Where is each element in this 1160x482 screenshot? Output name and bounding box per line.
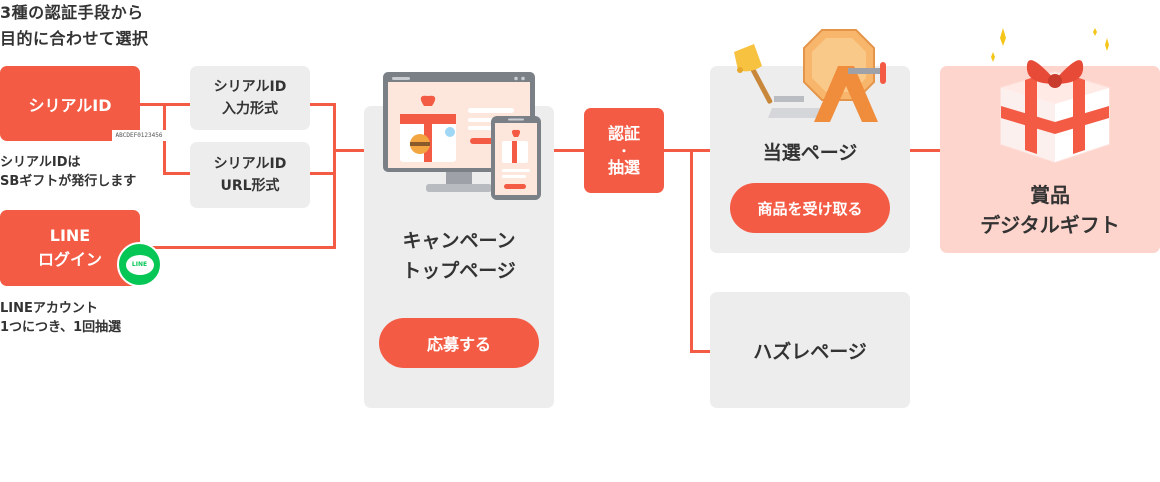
connector — [333, 103, 336, 249]
serial-caption-line2: SBギフトが発行します — [0, 174, 137, 189]
line-caption-line2: 1つにつき、1回抽選 — [0, 320, 122, 335]
lottery-machine-illustration — [734, 29, 886, 122]
serial-id-label: シリアルID — [28, 95, 112, 115]
serial-url-format: シリアルID URL形式 — [190, 142, 310, 208]
serial-url-line1: シリアルID — [213, 156, 287, 172]
campaign-title-line1: キャンペーン — [402, 230, 516, 252]
receive-button[interactable]: 商品を受け取る — [730, 183, 890, 233]
serial-input-format: シリアルID 入力形式 — [190, 66, 310, 130]
connector — [690, 149, 693, 353]
prize-title: 賞品 デジタルギフト — [940, 180, 1160, 240]
apply-button-label: 応募する — [426, 335, 491, 354]
connector — [336, 149, 364, 152]
sparkle-icon — [991, 28, 1109, 62]
gift-box-illustration — [991, 28, 1110, 164]
connector — [690, 350, 710, 353]
auth-lottery-box: 認証 ・ 抽選 — [584, 108, 664, 193]
line-login-box: LINE ログイン — [0, 210, 140, 286]
serial-code: ABCDEF0123456 — [112, 130, 166, 141]
connector — [664, 149, 710, 152]
serial-caption-line1: シリアルIDは — [0, 155, 81, 170]
connector — [140, 246, 336, 249]
prize-title-line1: 賞品 — [1030, 183, 1070, 207]
line-login-line1: LINE — [49, 226, 91, 245]
serial-id-box: シリアルID — [0, 66, 140, 141]
line-logo-text: LINE — [131, 261, 148, 268]
auth-dot: ・ — [617, 143, 630, 158]
bell-icon — [734, 44, 773, 104]
connector — [163, 172, 190, 175]
intro-heading-line2: 目的に合わせて選択 — [0, 29, 149, 48]
line-login-line2: ログイン — [37, 250, 102, 269]
campaign-title: キャンペーン トップページ — [364, 226, 554, 286]
lose-title: ハズレページ — [753, 340, 867, 363]
smartphone-illustration — [491, 116, 541, 200]
receive-button-label: 商品を受け取る — [757, 199, 863, 218]
connector — [310, 172, 336, 175]
serial-input-line1: シリアルID — [213, 79, 287, 95]
win-title: 当選ページ — [762, 142, 858, 164]
intro-heading: 3種の認証手段から 目的に合わせて選択 — [0, 0, 220, 52]
connector — [910, 149, 940, 152]
apply-button[interactable]: 応募する — [379, 318, 539, 368]
serial-url-line2: URL形式 — [220, 178, 280, 194]
serial-caption: シリアルIDは SBギフトが発行します — [0, 153, 170, 191]
line-caption: LINEアカウント 1つにつき、1回抽選 — [0, 299, 170, 337]
campaign-title-line2: トップページ — [402, 260, 516, 282]
connector — [310, 103, 336, 106]
intro-heading-line1: 3種の認証手段から — [0, 3, 144, 22]
serial-input-line2: 入力形式 — [222, 101, 278, 117]
lose-panel: ハズレページ — [710, 292, 910, 408]
auth-line1: 認証 — [607, 123, 640, 143]
connector — [554, 149, 584, 152]
line-caption-line1: LINEアカウント — [0, 301, 98, 316]
line-logo-icon: LINE — [117, 242, 162, 287]
prize-title-line2: デジタルギフト — [980, 213, 1120, 237]
auth-line2: 抽選 — [607, 157, 640, 177]
